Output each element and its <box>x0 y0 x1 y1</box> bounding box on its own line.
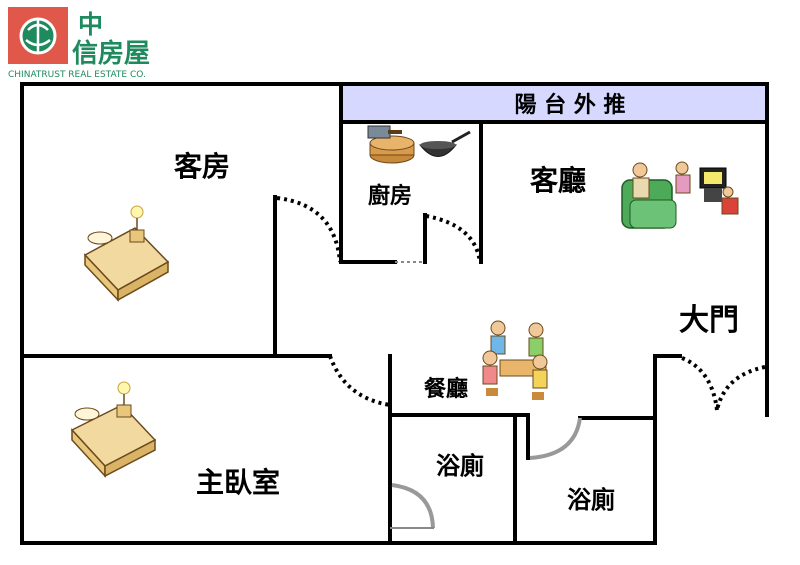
bath2-door-swing <box>529 417 582 460</box>
dining-table-icon <box>482 320 548 400</box>
logo-name-line1: 中 <box>78 10 103 39</box>
family-tv-icon <box>621 161 739 229</box>
door-swings <box>276 196 766 411</box>
chopping-board-icon <box>367 125 415 164</box>
balcony-label: 陽 台 外 推 <box>515 92 626 118</box>
main-door-swing-right <box>715 365 766 411</box>
bath1-door-swing <box>391 483 435 529</box>
label-bathroom-2: 浴廁 <box>567 486 615 514</box>
globe-meridian <box>25 19 51 53</box>
bed-icon-master <box>70 381 157 478</box>
kitchen-door-swing <box>425 214 482 263</box>
label-dining-room: 餐廳 <box>424 376 468 402</box>
logo-tagline: CHINATRUST REAL ESTATE CO. <box>8 70 146 80</box>
walls <box>20 82 769 545</box>
balcony-area <box>341 84 767 122</box>
master-door-swing <box>328 355 391 407</box>
label-main-door: 大門 <box>679 303 739 338</box>
company-logo: 中 信房屋 CHINATRUST REAL ESTATE CO. <box>8 7 150 80</box>
label-guest-room: 客房 <box>174 150 230 183</box>
door-thresholds <box>390 261 434 529</box>
solid-door-swings <box>391 417 582 529</box>
room-labels: 客房 廚房 客廳 大門 餐廳 主臥室 浴廁 浴廁 <box>174 150 739 514</box>
bed-icon <box>83 205 170 302</box>
label-master-bedroom: 主臥室 <box>196 466 280 499</box>
label-kitchen: 廚房 <box>368 183 412 209</box>
main-door-swing-left <box>681 356 719 411</box>
guest-room-door-swing <box>276 196 342 263</box>
wok-icon <box>418 130 471 157</box>
logo-name-line2: 信房屋 <box>72 39 150 69</box>
label-living-room: 客廳 <box>530 164 586 197</box>
label-bathroom-1: 浴廁 <box>436 452 484 480</box>
